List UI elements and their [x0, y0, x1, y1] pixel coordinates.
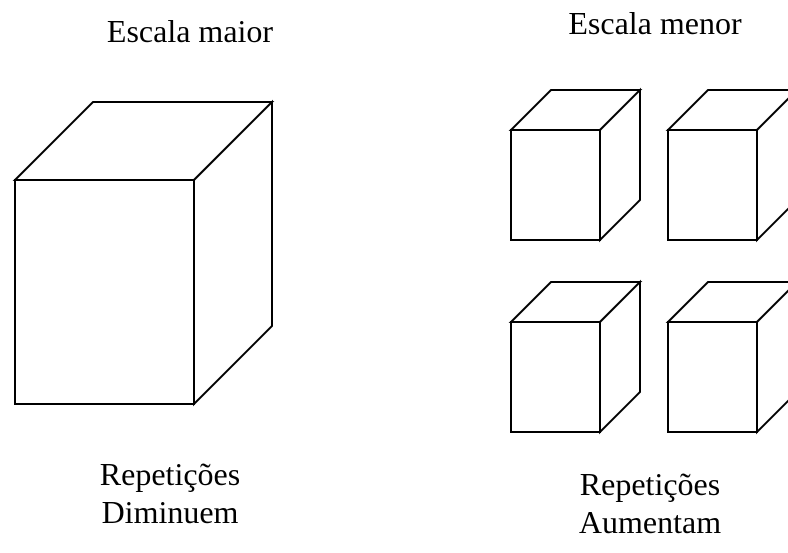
small-cube-1-front	[510, 129, 601, 241]
small-cube-3	[508, 279, 643, 435]
small-cube-3-front	[510, 321, 601, 433]
title-larger-scale: Escala maior	[106, 13, 274, 49]
small-cube-2	[665, 89, 788, 243]
caption-left-line2: Diminuem	[101, 494, 239, 530]
small-cube-2-front	[667, 129, 758, 241]
caption-right-line1: Repetições	[579, 466, 721, 502]
caption-right-line2: Aumentam	[578, 504, 722, 540]
large-cube	[12, 99, 275, 407]
small-cube-1	[508, 87, 643, 243]
large-cube-front-face	[14, 179, 195, 405]
small-cube-4	[665, 281, 788, 435]
small-cube-4-front	[667, 321, 758, 433]
caption-left-line1: Repetições	[99, 456, 241, 492]
title-smaller-scale: Escala menor	[568, 5, 742, 41]
caption-smaller-scale: Repetições Aumentam	[520, 465, 780, 541]
caption-larger-scale: Repetições Diminuem	[40, 455, 300, 531]
